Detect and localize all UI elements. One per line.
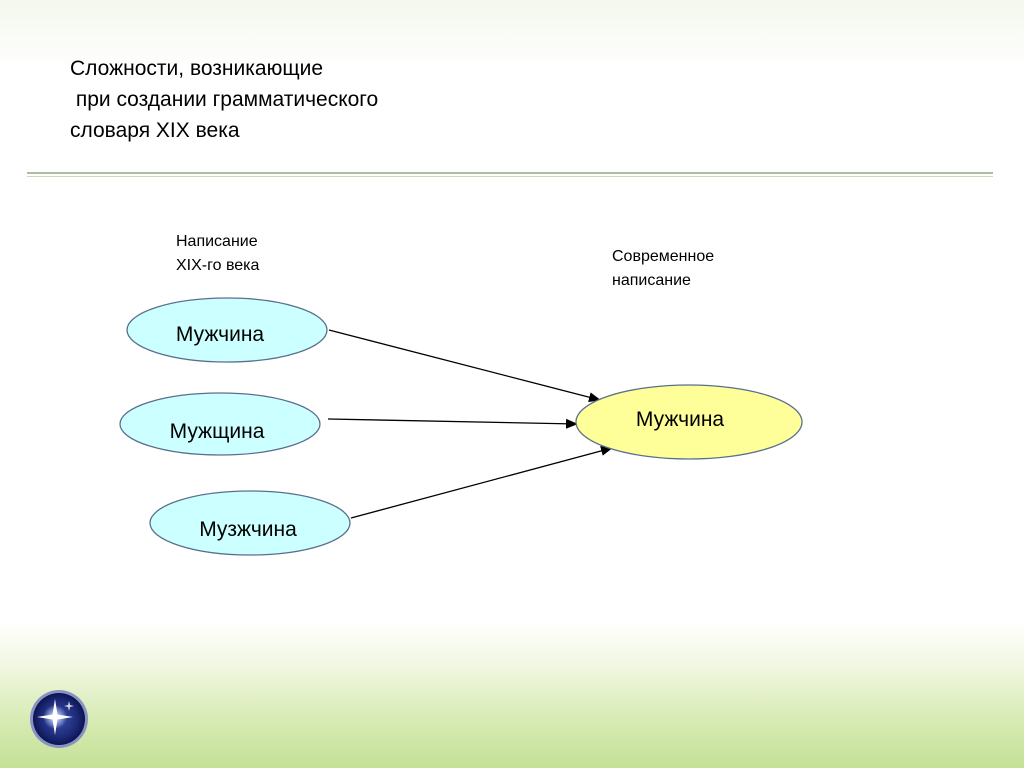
arrow-source-3-to-target <box>350 446 613 519</box>
source-node-label: Мужщина <box>170 420 265 443</box>
arrow-source-2-to-target <box>327 418 578 429</box>
source-node-label: Мужчина <box>176 323 265 346</box>
title-divider-shadow <box>27 176 993 177</box>
source-node-shape <box>119 392 321 456</box>
caption-19th-century-spelling: Написание XIX-го века <box>176 233 260 274</box>
target-node-shape <box>575 384 803 460</box>
slide-title: Сложности, возникающие при создании грам… <box>70 57 379 142</box>
source-node-shape <box>126 297 328 363</box>
target-node-label: Мужчина <box>636 408 725 431</box>
source-node: Музжчина <box>149 490 351 556</box>
target-node: Мужчина <box>575 384 803 460</box>
title-divider <box>27 172 993 174</box>
star-logo-icon <box>30 690 88 748</box>
source-node-shape <box>149 490 351 556</box>
source-node-label: Музжчина <box>199 518 297 541</box>
source-node: Мужчина <box>126 297 328 363</box>
source-node: Мужщина <box>119 392 321 456</box>
caption-modern-spelling: Современное написание <box>612 248 715 289</box>
arrow-source-1-to-target <box>328 329 601 403</box>
